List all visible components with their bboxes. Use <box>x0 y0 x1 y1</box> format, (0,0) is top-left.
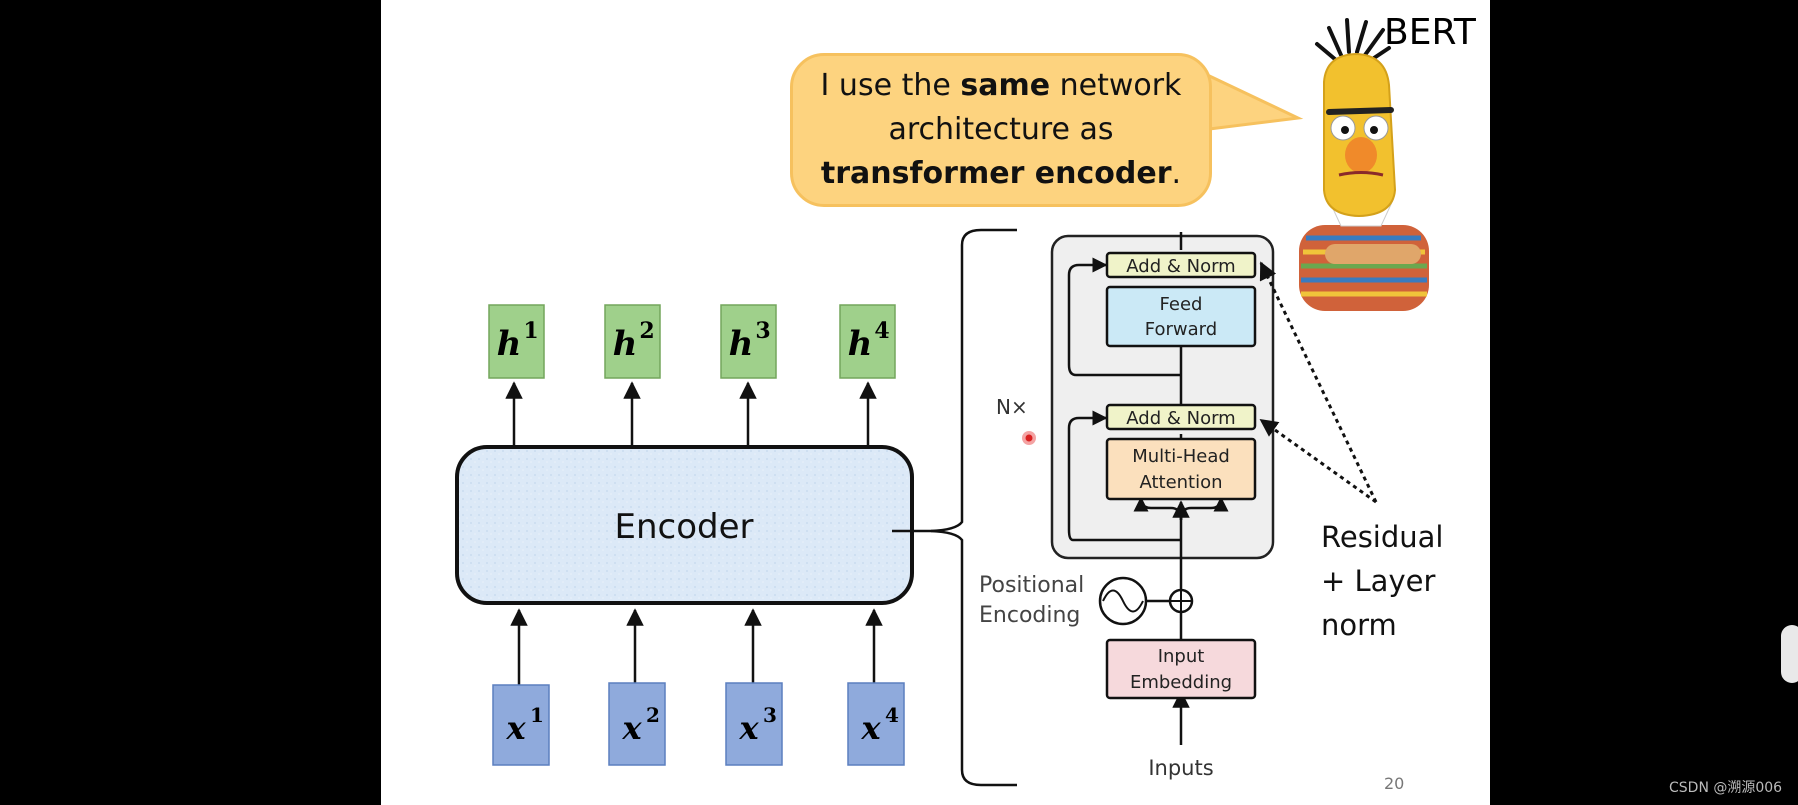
watermark: CSDN @溯源006 <box>1669 780 1783 796</box>
add-circle-icon <box>1168 588 1194 614</box>
slide: h 1 h 2 h 3 h 4 <box>381 0 1490 805</box>
svg-text:x: x <box>860 709 881 747</box>
bubble-line-1: I use the same network <box>820 68 1182 103</box>
output-boxes: h 1 h 2 h 3 h 4 <box>488 304 896 379</box>
input-box-x4: x 4 <box>847 682 905 766</box>
inputs-label: Inputs <box>1148 756 1213 780</box>
svg-text:2: 2 <box>639 318 654 344</box>
svg-text:4: 4 <box>885 703 899 727</box>
svg-text:Input: Input <box>1158 646 1205 667</box>
svg-text:x: x <box>621 709 642 747</box>
output-box-h4: h 4 <box>839 304 896 379</box>
output-box-h3: h 3 <box>720 304 777 379</box>
svg-text:Add & Norm: Add & Norm <box>1126 408 1235 429</box>
svg-text:x: x <box>505 709 526 747</box>
svg-text:Add & Norm: Add & Norm <box>1126 256 1235 277</box>
bert-label: BERT <box>1384 12 1476 53</box>
bubble-line-2: architecture as <box>888 112 1114 147</box>
positional-encoding-label-line2: Encoding <box>979 603 1080 628</box>
bert-character-illustration <box>1299 18 1429 311</box>
feed-forward-block: Feed Forward <box>1105 285 1257 348</box>
svg-text:h: h <box>729 324 754 364</box>
svg-text:Attention: Attention <box>1139 472 1222 493</box>
input-box-x2: x 2 <box>608 682 666 766</box>
flow-lines <box>1067 232 1229 745</box>
svg-text:h: h <box>613 324 638 364</box>
transformer-block-frame <box>1050 234 1275 560</box>
output-arrows <box>505 381 877 445</box>
output-box-h2: h 2 <box>604 304 661 379</box>
positional-encoding-label-line1: Positional <box>979 573 1084 598</box>
brace-lower <box>930 529 1017 787</box>
svg-text:1: 1 <box>530 703 544 727</box>
input-box-x1: x 1 <box>492 684 550 766</box>
add-norm-top: Add & Norm <box>1105 251 1257 279</box>
svg-text:4: 4 <box>874 318 889 344</box>
svg-text:3: 3 <box>763 703 777 727</box>
bubble-line-3: transformer encoder. <box>820 156 1182 191</box>
svg-text:Feed: Feed <box>1160 294 1203 315</box>
input-arrows <box>510 608 883 685</box>
bubble-tail <box>1199 69 1304 132</box>
svg-text:x: x <box>738 709 759 747</box>
svg-text:2: 2 <box>646 703 660 727</box>
encoder-label: Encoder <box>614 507 753 547</box>
brace-upper <box>892 228 1017 533</box>
svg-text:1: 1 <box>523 318 538 344</box>
output-box-h1: h 1 <box>488 304 545 379</box>
laser-pointer-dot <box>1022 431 1036 445</box>
svg-text:3: 3 <box>755 318 770 344</box>
add-norm-mid: Add & Norm <box>1105 403 1257 431</box>
svg-text:h: h <box>497 324 522 364</box>
input-embedding-block: Input Embedding <box>1105 638 1257 700</box>
svg-text:Embedding: Embedding <box>1130 672 1232 693</box>
diagram-canvas: h 1 h 2 h 3 h 4 <box>455 18 1429 787</box>
encoder-block: Encoder <box>455 445 914 605</box>
svg-text:Multi-Head: Multi-Head <box>1132 446 1230 467</box>
residual-layer-norm-label: Residual + Layer norm <box>1321 520 1444 642</box>
input-box-x3: x 3 <box>725 682 783 766</box>
sine-wave-icon <box>1098 576 1148 626</box>
page-number: 20 <box>1384 774 1405 793</box>
multi-head-attention-block: Multi-Head Attention <box>1105 437 1257 501</box>
side-scroll-handle[interactable] <box>1781 625 1798 683</box>
svg-text:h: h <box>848 324 873 364</box>
input-boxes: x 1 x 2 x 3 x 4 <box>492 682 905 766</box>
nx-label: N× <box>996 395 1028 419</box>
speech-bubble: I use the same network architecture as t… <box>790 53 1212 207</box>
svg-text:Forward: Forward <box>1145 319 1217 340</box>
